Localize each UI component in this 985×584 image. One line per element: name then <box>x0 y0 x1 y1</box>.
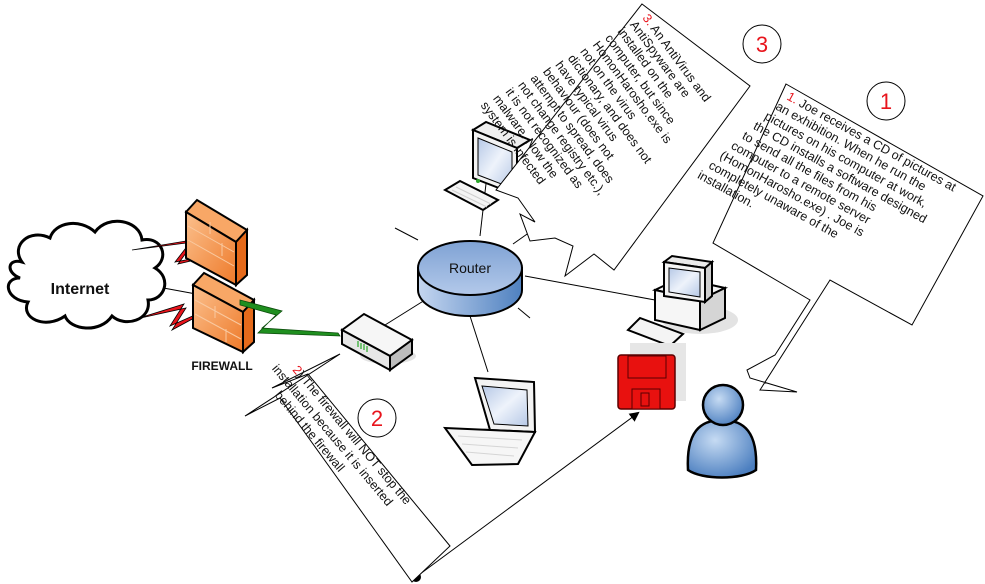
svg-text:1: 1 <box>880 89 892 114</box>
internet-cloud: Internet <box>7 219 167 330</box>
link-router-laptop <box>469 315 489 373</box>
router-label: Router <box>449 260 491 276</box>
firewall-icon: FIREWALL <box>184 198 256 373</box>
link-step2-to-floppy <box>415 411 640 578</box>
step-marker-1: 1 <box>866 81 906 121</box>
modem-icon <box>340 312 416 372</box>
callout-step1: 1. Joe receives a CD of pictures at an e… <box>695 83 984 393</box>
link-router-joe-pc <box>524 275 656 301</box>
firewall-label: FIREWALL <box>191 359 252 373</box>
callout-step2-shape <box>244 353 451 583</box>
callout-step2: 2) The firewall will NOT stop the instal… <box>244 352 451 583</box>
link-router-stub-1 <box>394 227 419 241</box>
step-marker-3: 3 <box>742 24 782 64</box>
workstation-joe-icon <box>626 254 738 348</box>
callout-step3-shape <box>495 3 751 278</box>
link-router-stub-3 <box>517 307 531 319</box>
internet-label: Internet <box>51 281 110 298</box>
callout-step1-shape <box>712 83 984 393</box>
floppy-disk-icon <box>617 343 686 410</box>
laptop-icon <box>442 376 537 467</box>
router-icon: Router <box>417 240 523 317</box>
user-joe-icon <box>686 383 758 479</box>
step-marker-2: 2 <box>357 398 397 438</box>
outbound-traffic-bolt <box>239 299 341 337</box>
svg-text:3: 3 <box>756 32 768 57</box>
callout-step3: 3. An AntiVirus and AntiSpyware are inst… <box>478 3 751 278</box>
svg-text:2: 2 <box>371 406 383 431</box>
link-router-modem <box>384 299 426 326</box>
network-links <box>157 174 656 578</box>
callout-step2-text: 2) The firewall will NOT stop the instal… <box>258 352 417 529</box>
